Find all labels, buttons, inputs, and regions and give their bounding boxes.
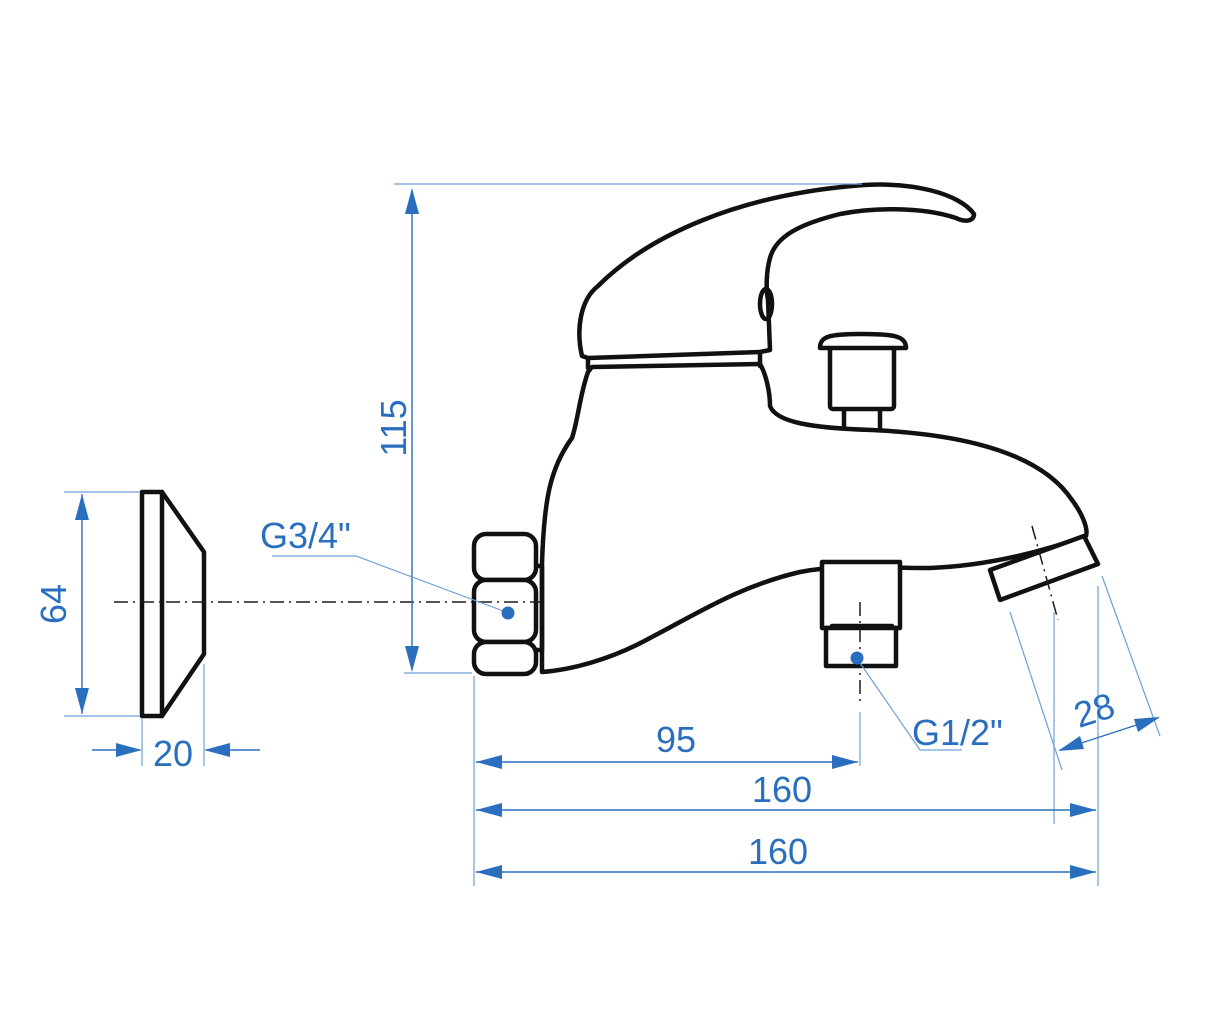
outlet-stub [819,559,903,669]
outlet-center-dot [850,651,864,665]
lever-base-step [585,349,763,371]
spout-center-line [1031,525,1059,621]
dim-label-115: 115 [373,399,414,456]
inlet-leader [272,555,507,613]
outlet-leader [857,659,962,751]
dim-label-160-upper: 160 [752,769,812,810]
dim-label-28: 28 [1069,684,1120,735]
dim-label-95: 95 [656,719,696,760]
dimension-64 [75,494,89,714]
diverter-knob [817,331,909,432]
dimension-20 [92,743,260,757]
thread-label-inlet: G3/4" [260,515,351,556]
dimension-160-lower [476,865,1096,879]
dim-label-160-lower: 160 [748,831,808,872]
dim-label-20: 20 [153,733,193,774]
dimension-95 [476,755,858,769]
thread-leaders [272,555,962,751]
lever-pivot [757,286,775,322]
dim-label-64: 64 [33,584,74,624]
lever-handle [577,182,977,361]
faucet-body [471,182,1101,677]
mixer-body [539,361,1089,675]
thread-label-outlet: G1/2" [912,712,1003,753]
dimension-28 [1058,717,1160,751]
extension-lines [64,183,1161,886]
spout-aerator [987,533,1101,603]
dimension-labels: 115 64 20 95 160 160 28 G3/4" G1/2" [33,399,1120,872]
dimension-115 [405,188,419,672]
dimension-160-upper [476,803,1096,817]
wall-flange [139,489,207,719]
inlet-center-dot [501,606,515,620]
